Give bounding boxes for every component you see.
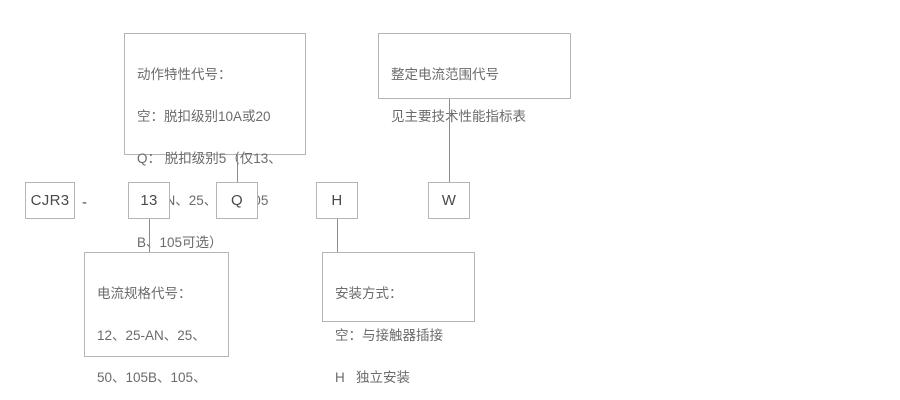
code-box-current-spec[interactable]: 13: [128, 182, 170, 219]
connector-current-range-to-w: [449, 99, 450, 182]
note-trip-characteristic-line-5: B、105可选）: [137, 235, 223, 250]
connector-trip-characteristic-to-q: [237, 155, 238, 182]
note-trip-characteristic-line-1: 动作特性代号：: [137, 67, 232, 82]
note-current-range-line-2: 见主要技术性能指标表: [391, 109, 526, 124]
code-box-current-range[interactable]: W: [428, 182, 470, 219]
note-mounting-line-3: H 独立安装: [335, 370, 411, 385]
note-trip-characteristic-line-3: Q： 脱扣级别5（仅13、: [137, 151, 282, 166]
connector-current-spec-to-note: [149, 219, 150, 252]
note-current-spec-line-1: 电流规格代号：: [97, 286, 192, 301]
note-current-spec-line-2: 12、25-AN、25、: [97, 328, 206, 343]
code-trip-characteristic-label: Q: [231, 192, 243, 209]
note-mounting-line-2: 空：与接触器插接: [335, 328, 443, 343]
code-mounting-label: H: [331, 192, 343, 209]
note-trip-characteristic-line-2: 空：脱扣级别10A或20: [137, 109, 271, 124]
code-box-base[interactable]: CJR3: [25, 182, 75, 219]
code-current-spec-label: 13: [140, 192, 158, 209]
note-current-spec-line-3: 50、105B、105、: [97, 370, 207, 385]
code-box-mounting[interactable]: H: [316, 182, 358, 219]
note-current-range: 整定电流范围代号 见主要技术性能指标表: [378, 33, 571, 124]
note-mounting-line-1: 安装方式：: [335, 286, 403, 301]
note-current-range-line-1: 整定电流范围代号: [391, 67, 499, 82]
note-trip-characteristic: 动作特性代号： 空：脱扣级别10A或20 Q： 脱扣级别5（仅13、 25-AN…: [124, 33, 306, 250]
code-box-trip-characteristic[interactable]: Q: [216, 182, 258, 219]
note-current-spec: 电流规格代号： 12、25-AN、25、 50、105B、105、 160B、1…: [84, 252, 229, 385]
code-separator-hyphen: -: [82, 194, 87, 211]
code-current-range-label: W: [441, 192, 457, 209]
note-mounting: 安装方式： 空：与接触器插接 H 独立安装: [322, 252, 475, 385]
connector-mounting-to-note: [337, 219, 338, 252]
code-base-label: CJR3: [30, 192, 70, 209]
